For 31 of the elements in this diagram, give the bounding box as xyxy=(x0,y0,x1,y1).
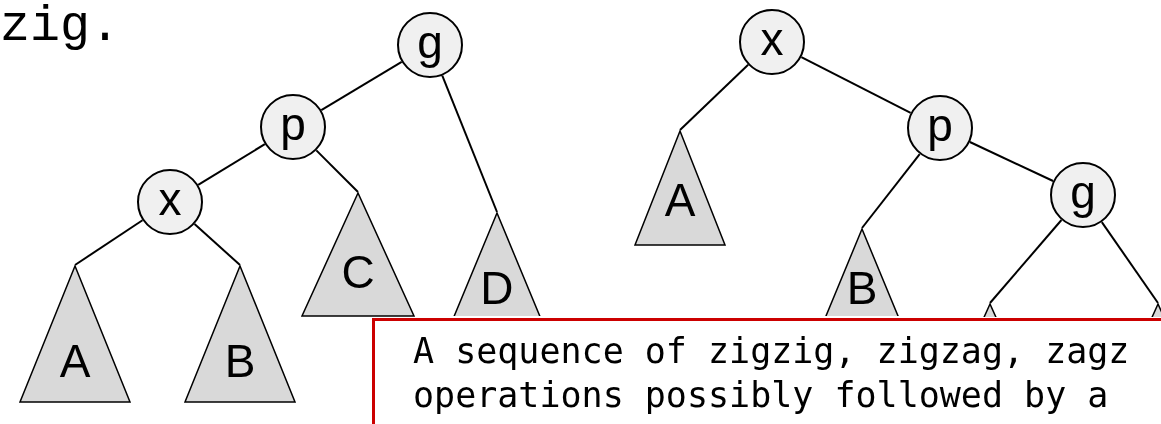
tree-node-circle: g xyxy=(397,12,463,78)
tree-node-circle: x xyxy=(739,9,805,75)
note-box: A sequence of zigzig, zigzag, zagz operations possibly followed by a xyxy=(372,318,1161,424)
connector-line xyxy=(800,56,912,114)
subtree-triangle xyxy=(1150,303,1161,317)
subtree-label: B xyxy=(223,338,257,384)
subtree-triangle xyxy=(633,130,727,246)
connector-line xyxy=(861,153,921,229)
heading-text: zig. xyxy=(0,2,121,52)
subtree-triangle xyxy=(300,192,416,317)
subtree-label: A xyxy=(663,177,697,223)
tree-node-circle: x xyxy=(137,169,203,235)
tree-node-circle: p xyxy=(260,94,326,160)
tree-node-circle: g xyxy=(1050,162,1116,228)
connector-line xyxy=(320,60,403,112)
connector-line xyxy=(679,63,750,131)
connector-line xyxy=(315,149,359,193)
subtree-triangle xyxy=(183,265,297,403)
connector-line xyxy=(989,219,1063,304)
subtree-label: A xyxy=(58,338,92,384)
connector-line xyxy=(74,219,144,266)
connector-line xyxy=(968,141,1055,182)
connector-line xyxy=(441,74,498,213)
connector-line xyxy=(197,143,266,186)
subtree-triangle xyxy=(982,303,998,317)
subtree-triangle xyxy=(18,265,132,403)
subtree-label: B xyxy=(845,265,879,311)
subtree-label: D xyxy=(479,265,515,311)
connector-line xyxy=(193,223,241,266)
subtree-label: C xyxy=(340,249,376,295)
tree-node-circle: p xyxy=(907,95,973,161)
